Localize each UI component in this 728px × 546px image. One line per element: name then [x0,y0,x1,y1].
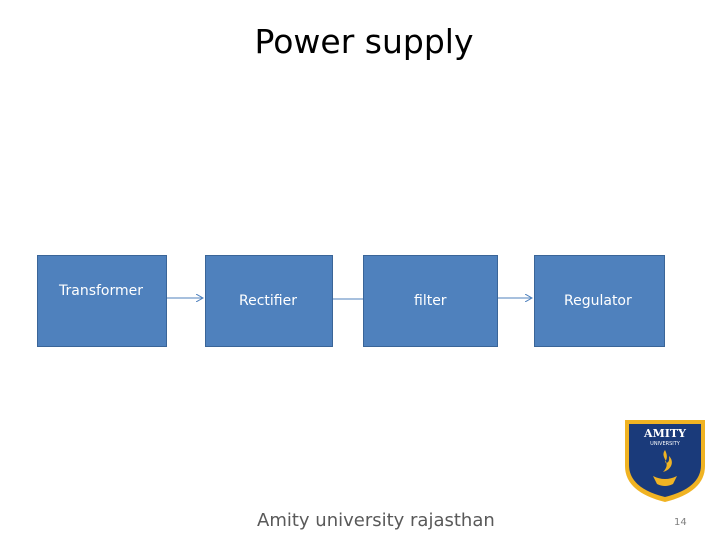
regulator-label: Regulator [564,293,632,309]
filter-block: filter [363,255,498,347]
transformer-label: Transformer [59,283,144,299]
rectifier-label: Rectifier [239,293,297,309]
transformer-block: Transformer [37,255,167,347]
footer-text: Amity university rajasthan [257,510,495,531]
rectifier-block: Rectifier [205,255,333,347]
flame-icon [663,450,672,472]
page-number: 14 [674,517,687,528]
amity-university-logo: AMITY UNIVERSITY [625,420,705,502]
regulator-block: Regulator [534,255,665,347]
filter-label: filter [414,293,447,309]
logo-text-amity: AMITY [643,427,686,440]
slide-title: Power supply [254,22,474,61]
logo-text-university: UNIVERSITY [650,441,681,447]
torch-icon [653,476,677,486]
